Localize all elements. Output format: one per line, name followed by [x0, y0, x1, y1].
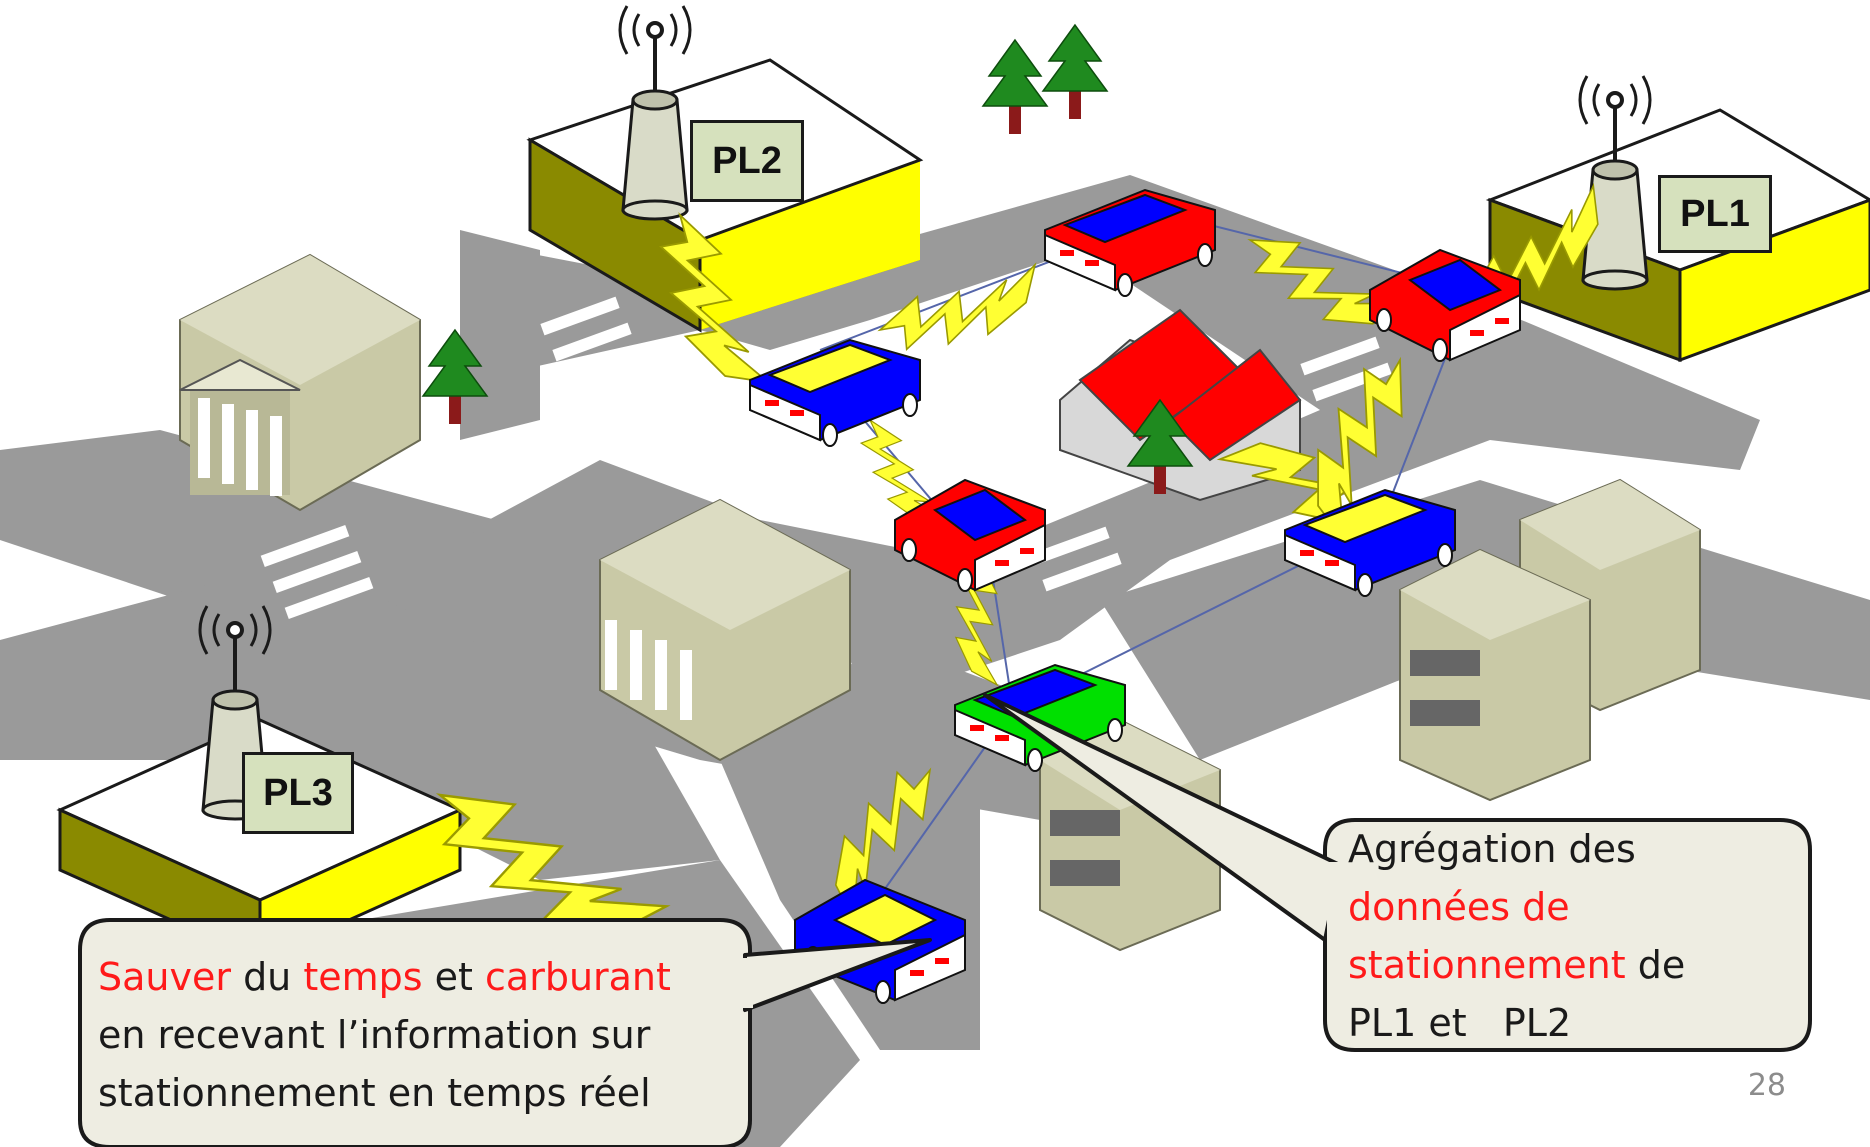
courthouse-building [599, 498, 851, 762]
tree-top-left [982, 39, 1048, 135]
callout-right-line1: Agrégation des [1348, 827, 1636, 871]
callout-right-bubble [983, 693, 1812, 1052]
callout-left-line3: stationnement en temps réel [98, 1071, 651, 1115]
callout-left-line2: en recevant l’information sur [98, 1013, 651, 1057]
bank-building [179, 253, 421, 512]
antenna-pl1-icon [1578, 74, 1652, 291]
callout-left-word-temps: temps [303, 955, 423, 999]
callout-left-text: Sauver du temps et carburant en recevant… [98, 948, 738, 1122]
pl3-label: PL3 [242, 752, 354, 834]
callout-right-line3: stationnement de [1348, 936, 1808, 994]
apartment-building-right-2 [1399, 548, 1591, 802]
callout-left-word-carburant: carburant [485, 955, 671, 999]
car-red-top [1044, 188, 1216, 297]
tree-top-right [1042, 24, 1108, 120]
car-red-middle [894, 478, 1046, 592]
car-blue-pl2 [749, 338, 921, 447]
callout-right-word-stationnement: stationnement [1348, 943, 1626, 987]
callout-left-word-et: et [422, 955, 486, 999]
antenna-pl2-icon [618, 4, 692, 221]
callout-left-line1: Sauver du temps et carburant [98, 948, 738, 1006]
car-red-pl1 [1369, 248, 1521, 362]
callout-right-word-de: de [1625, 943, 1686, 987]
car-blue-right [1284, 488, 1456, 597]
callout-left-word-du: du [230, 955, 304, 999]
callout-right-text: Agrégation des données de stationnement … [1348, 820, 1808, 1052]
callout-left-bubble [78, 918, 932, 1147]
page-number: 28 [1747, 1068, 1786, 1103]
pl1-label: PL1 [1658, 175, 1772, 253]
callout-right-line4: PL1 et PL2 [1348, 1001, 1572, 1045]
pl2-label: PL2 [690, 120, 804, 202]
callout-right-line2: données de [1348, 885, 1570, 929]
callout-left-word-sauver: Sauver [98, 955, 231, 999]
